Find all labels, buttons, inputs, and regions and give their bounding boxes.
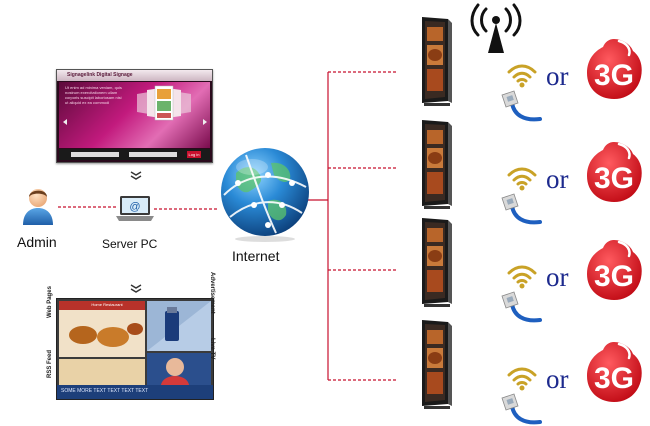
or-label-4: or (546, 364, 569, 394)
or-label-2: or (546, 164, 569, 194)
software-body-text: Ut enim ad minima veniam, quis nostrum e… (65, 85, 122, 105)
wifi-icon-1 (507, 64, 537, 88)
server-label: Server PC (102, 237, 158, 251)
rss-feed-label: RSS Feed (47, 349, 53, 378)
mobile-3g-badge-4: 3G (587, 342, 642, 402)
software-title: Signagelink Digital Signage (57, 70, 212, 81)
wifi-icon-4 (507, 367, 537, 391)
admin-label: Admin (17, 234, 57, 250)
svg-text:@: @ (129, 201, 140, 213)
carousel-arrow-right[interactable] (203, 119, 207, 125)
screen-header-text: Home Restaurant (91, 302, 123, 307)
username-field[interactable] (71, 152, 119, 157)
internet-label: Internet (232, 248, 280, 264)
wifi-icon-3 (507, 265, 537, 289)
password-field[interactable] (129, 152, 177, 157)
antenna-tower-icon (470, 3, 522, 53)
admin-user-icon (23, 189, 53, 225)
kiosk-display-3 (422, 218, 452, 307)
or-label-1: or (546, 61, 569, 91)
signage-screen-preview: Home Restaurant SOME MORE TEXT TEXT TEXT… (56, 298, 214, 400)
ethernet-cable-icon-3 (501, 291, 542, 323)
software-window: Signagelink Digital Signage Ut enim ad m… (56, 69, 213, 163)
live-tv-label: Live TV (209, 338, 215, 360)
mobile-3g-text-1: 3G (594, 59, 634, 92)
mobile-3g-text-4: 3G (594, 362, 634, 395)
screen-ticker-text: SOME MORE TEXT TEXT TEXT TEXT (61, 388, 149, 394)
kiosk-display-4 (422, 320, 452, 409)
mobile-3g-text-2: 3G (594, 162, 634, 195)
screen-content-graphic (57, 299, 213, 399)
wifi-icon-2 (507, 167, 537, 191)
ethernet-cable-icon-2 (501, 193, 542, 225)
web-pages-label: Web Pages (47, 286, 53, 318)
ethernet-cable-icon-1 (501, 90, 542, 122)
carousel-graphic (137, 85, 191, 121)
globe-icon (221, 148, 309, 242)
login-button[interactable]: Log in (187, 151, 201, 158)
chevron-down-icon (130, 171, 142, 180)
carousel-arrow-left[interactable] (63, 119, 67, 125)
mobile-3g-badge-2: 3G (587, 142, 642, 202)
mobile-3g-badge-3: 3G (587, 240, 642, 300)
mobile-3g-text-3: 3G (594, 260, 634, 293)
mobile-3g-badge-1: 3G (587, 39, 642, 99)
advertisement-label: Advertisement (209, 272, 215, 314)
laptop-icon: @ (116, 196, 154, 221)
chevron-down-icon-2 (130, 284, 142, 293)
or-label-3: or (546, 262, 569, 292)
kiosk-display-2 (422, 120, 452, 209)
kiosk-display-1 (422, 17, 452, 106)
software-login-bar: Log in (59, 149, 210, 160)
